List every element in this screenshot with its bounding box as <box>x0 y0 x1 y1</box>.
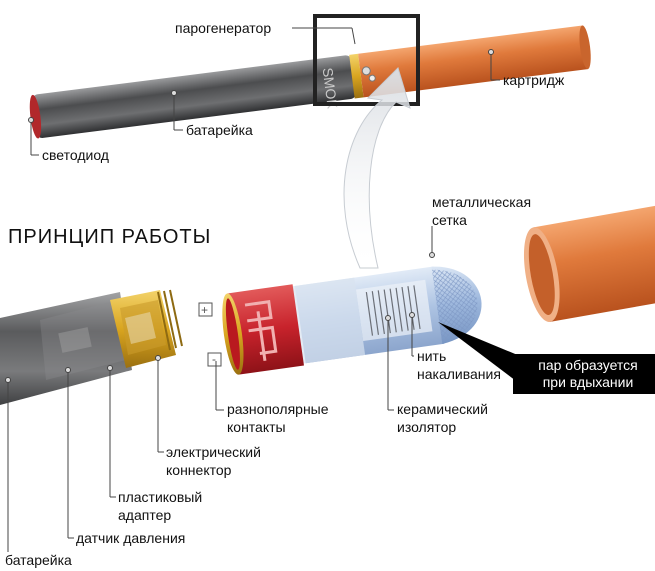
label-cartridge: картридж <box>503 72 565 88</box>
top-cartridge-tube <box>358 25 588 98</box>
zoom-frame <box>313 14 420 106</box>
label-insulator-1: керамический <box>397 401 488 417</box>
zoom-arrow <box>343 67 411 269</box>
cartridge-tube-detached <box>523 204 655 322</box>
device-mark: SMOK <box>320 67 341 111</box>
vapor-callout: пар образуется при вдыхании <box>513 354 655 394</box>
svg-text:-: - <box>212 352 216 366</box>
label-connector-2: коннектор <box>166 462 232 478</box>
top-gold-ring <box>349 53 364 99</box>
label-pressure-sensor: датчик давления <box>76 530 186 546</box>
label-led: светодиод <box>42 147 109 163</box>
label-filament-2: накаливания <box>417 366 501 382</box>
label-insulator-2: изолятор <box>397 419 457 435</box>
callout-line-1: пар образуется <box>538 357 638 373</box>
label-adapter-1: пластиковый <box>118 489 203 505</box>
label-metal-mesh-2: сетка <box>432 212 467 228</box>
label-contacts-1: разнополярные <box>227 401 329 417</box>
label-vaporizer: парогенератор <box>175 20 272 36</box>
bottom-battery-section <box>0 289 183 405</box>
detail-leaders <box>7 226 433 552</box>
label-metal-mesh-1: металлическая <box>432 194 532 210</box>
top-leaders <box>30 27 500 156</box>
svg-text:+: + <box>201 303 208 317</box>
section-heading: ПРИНЦИП РАБОТЫ <box>8 226 212 248</box>
label-filament-1: нить <box>417 348 447 364</box>
top-battery-tube <box>32 55 356 138</box>
polarity-markers <box>198 302 222 367</box>
label-top-battery: батарейка <box>186 122 253 138</box>
led-tip <box>29 94 42 139</box>
callout-line-2: при вдыхании <box>542 374 634 390</box>
top-device: SMOK <box>29 25 591 139</box>
label-bottom-battery: батарейка <box>5 552 72 568</box>
label-connector-1: электрический <box>166 444 261 460</box>
callout-pointer <box>438 322 520 384</box>
label-contacts-2: контакты <box>227 419 286 435</box>
cartridge-detail <box>222 266 482 375</box>
label-adapter-2: адаптер <box>118 507 172 523</box>
